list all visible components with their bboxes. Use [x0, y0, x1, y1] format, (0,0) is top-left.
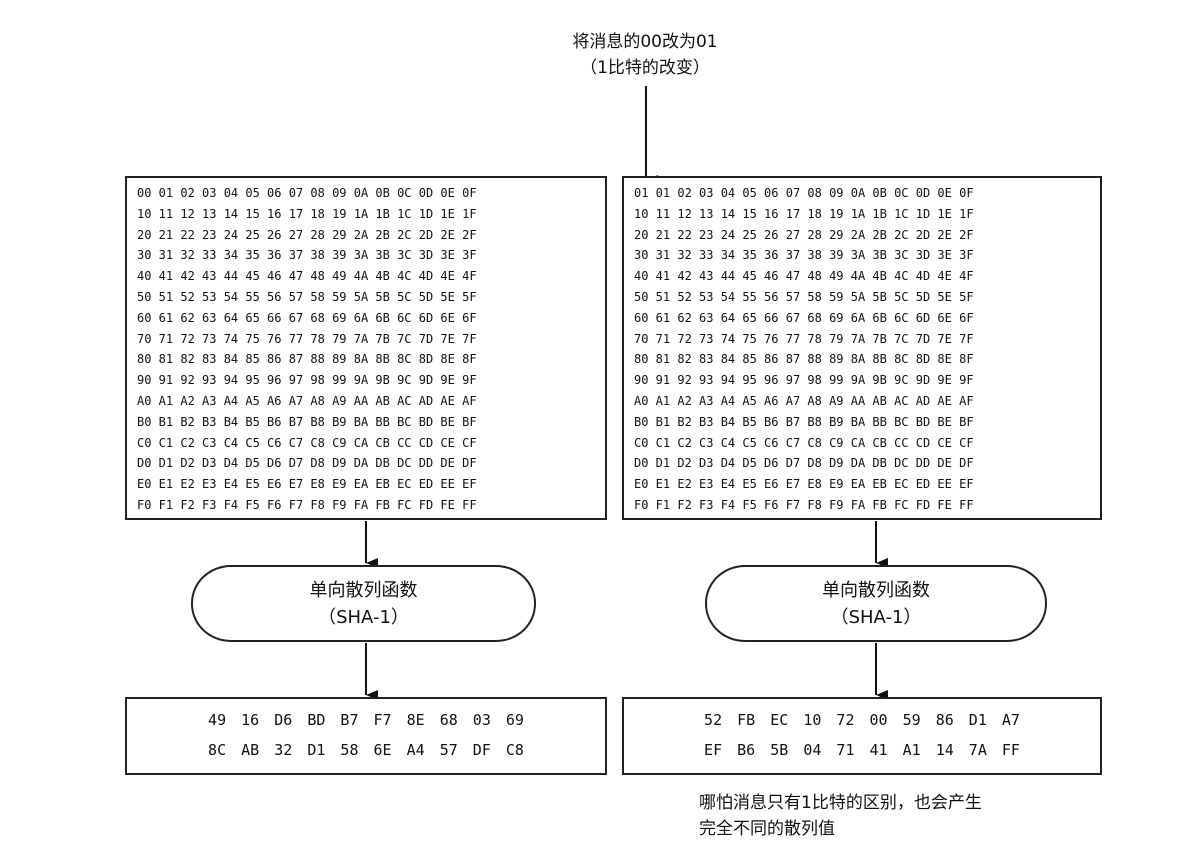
original-message-bytes: 00 01 02 03 04 05 06 07 08 09 0A 0B 0C 0… — [137, 183, 477, 516]
original-hash-line1: 49 16 D6 BD B7 F7 8E 68 03 69 — [208, 711, 524, 729]
right-function-algo: （SHA-1） — [830, 607, 922, 628]
message-row: C0 C1 C2 C3 C4 C5 C6 C7 C8 C9 CA CB CC C… — [634, 435, 974, 450]
message-row: C0 C1 C2 C3 C4 C5 C6 C7 C8 C9 CA CB CC C… — [137, 435, 477, 450]
message-row: 90 91 92 93 94 95 96 97 98 99 9A 9B 9C 9… — [634, 373, 974, 388]
modified-hash-box: 52 FB EC 10 72 00 59 86 D1 A7 EF B6 5B 0… — [622, 697, 1102, 775]
message-row: 50 51 52 53 54 55 56 57 58 59 5A 5B 5C 5… — [137, 289, 477, 304]
message-row: 30 31 32 33 34 35 36 37 38 39 3A 3B 3C 3… — [634, 248, 974, 263]
left-function-name: 单向散列函数 — [309, 580, 418, 601]
message-row: D0 D1 D2 D3 D4 D5 D6 D7 D8 D9 DA DB DC D… — [137, 456, 477, 471]
message-row: E0 E1 E2 E3 E4 E5 E6 E7 E8 E9 EA EB EC E… — [634, 477, 974, 492]
message-row: 80 81 82 83 84 85 86 87 88 89 8A 8B 8C 8… — [634, 352, 974, 367]
message-row: D0 D1 D2 D3 D4 D5 D6 D7 D8 D9 DA DB DC D… — [634, 456, 974, 471]
message-row: A0 A1 A2 A3 A4 A5 A6 A7 A8 A9 AA AB AC A… — [137, 393, 477, 408]
change-note-line1: 将消息的00改为01 — [572, 32, 718, 52]
message-row: 70 71 72 73 74 75 76 77 78 79 7A 7B 7C 7… — [137, 331, 477, 346]
message-row: 40 41 42 43 44 45 46 47 48 49 4A 4B 4C 4… — [634, 269, 974, 284]
modified-message-bytes: 01 01 02 03 04 05 06 07 08 09 0A 0B 0C 0… — [634, 183, 974, 516]
message-row: 20 21 22 23 24 25 26 27 28 29 2A 2B 2C 2… — [137, 227, 477, 242]
left-hash-function: 单向散列函数 （SHA-1） — [191, 565, 536, 642]
message-row: 10 11 12 13 14 15 16 17 18 19 1A 1B 1C 1… — [634, 206, 974, 221]
message-row: 20 21 22 23 24 25 26 27 28 29 2A 2B 2C 2… — [634, 227, 974, 242]
message-row: A0 A1 A2 A3 A4 A5 A6 A7 A8 A9 AA AB AC A… — [634, 393, 974, 408]
message-row: E0 E1 E2 E3 E4 E5 E6 E7 E8 E9 EA EB EC E… — [137, 477, 477, 492]
message-row: 01 01 02 03 04 05 06 07 08 09 0A 0B 0C 0… — [634, 186, 974, 200]
modified-hash-line1: 52 FB EC 10 72 00 59 86 D1 A7 — [704, 711, 1020, 729]
conclusion-note: 哪怕消息只有1比特的区别，也会产生 完全不同的散列值 — [699, 790, 1099, 842]
message-row: B0 B1 B2 B3 B4 B5 B6 B7 B8 B9 BA BB BC B… — [137, 414, 477, 429]
message-row: 90 91 92 93 94 95 96 97 98 99 9A 9B 9C 9… — [137, 373, 477, 388]
message-row: 50 51 52 53 54 55 56 57 58 59 5A 5B 5C 5… — [634, 289, 974, 304]
message-row: 00 01 02 03 04 05 06 07 08 09 0A 0B 0C 0… — [137, 186, 477, 200]
message-row: B0 B1 B2 B3 B4 B5 B6 B7 B8 B9 BA BB BC B… — [634, 414, 974, 429]
message-row: 60 61 62 63 64 65 66 67 68 69 6A 6B 6C 6… — [137, 310, 477, 325]
modified-message-box: 01 01 02 03 04 05 06 07 08 09 0A 0B 0C 0… — [622, 176, 1102, 520]
original-hash-line2: 8C AB 32 D1 58 6E A4 57 DF C8 — [208, 741, 524, 759]
message-row: 80 81 82 83 84 85 86 87 88 89 8A 8B 8C 8… — [137, 352, 477, 367]
right-function-name: 单向散列函数 — [822, 580, 930, 601]
message-row: F0 F1 F2 F3 F4 F5 F6 F7 F8 F9 FA FB FC F… — [634, 497, 974, 512]
modified-hash-line2: EF B6 5B 04 71 41 A1 14 7A FF — [704, 741, 1020, 759]
original-hash-box: 49 16 D6 BD B7 F7 8E 68 03 69 8C AB 32 D… — [125, 697, 607, 775]
conclusion-note-line1: 哪怕消息只有1比特的区别，也会产生 — [699, 793, 982, 813]
change-note-line2: （1比特的改变） — [580, 58, 710, 78]
message-row: 10 11 12 13 14 15 16 17 18 19 1A 1B 1C 1… — [137, 206, 477, 221]
message-row: 30 31 32 33 34 35 36 37 38 39 3A 3B 3C 3… — [137, 248, 477, 263]
message-row: 70 71 72 73 74 75 76 77 78 79 7A 7B 7C 7… — [634, 331, 974, 346]
message-row: 40 41 42 43 44 45 46 47 48 49 4A 4B 4C 4… — [137, 269, 477, 284]
message-row: F0 F1 F2 F3 F4 F5 F6 F7 F8 F9 FA FB FC F… — [137, 497, 477, 512]
conclusion-note-line2: 完全不同的散列值 — [699, 819, 835, 839]
right-hash-function: 单向散列函数 （SHA-1） — [705, 565, 1047, 642]
change-note: 将消息的00改为01 （1比特的改变） — [520, 29, 770, 81]
left-function-algo: （SHA-1） — [318, 607, 409, 628]
message-row: 60 61 62 63 64 65 66 67 68 69 6A 6B 6C 6… — [634, 310, 974, 325]
original-message-box: 00 01 02 03 04 05 06 07 08 09 0A 0B 0C 0… — [125, 176, 607, 520]
